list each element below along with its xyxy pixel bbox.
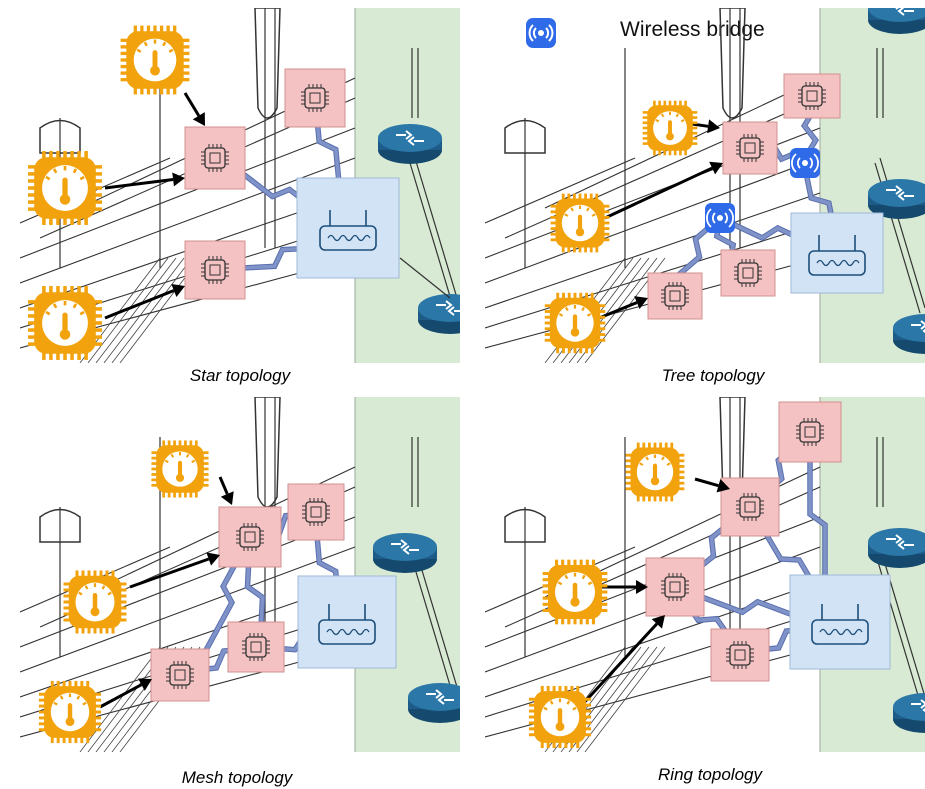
microcontroller-chip-icon [661, 282, 689, 310]
star-diagram [20, 8, 460, 363]
node-3 [647, 272, 703, 320]
microcontroller-chip-icon [796, 418, 824, 446]
wireless-gateway-icon [811, 604, 869, 645]
panel-star [20, 8, 460, 363]
wired-link-arrow [183, 92, 205, 126]
node-4 [150, 648, 210, 702]
wireless-gateway [297, 575, 397, 669]
node-2 [287, 483, 345, 541]
bridge-1 [790, 148, 820, 178]
node-2 [720, 477, 780, 537]
caption-ring: Ring topology [658, 765, 762, 784]
ring-diagram [485, 397, 925, 752]
wired-link-arrow [99, 678, 152, 709]
microcontroller-chip-icon [736, 493, 764, 521]
microcontroller-chip-icon [201, 256, 229, 284]
wired-link-arrow [604, 161, 723, 220]
wireless-link [807, 431, 828, 608]
wireless-gateway-icon [808, 235, 866, 276]
wireless-gateway [790, 212, 884, 294]
wireless-gateway [789, 574, 891, 670]
router-icon [893, 693, 925, 733]
panel-tree [485, 8, 925, 363]
microcontroller-chip-icon [734, 259, 762, 287]
router-icon [378, 124, 442, 164]
node-2 [284, 68, 346, 128]
node-3 [184, 240, 246, 300]
sensor-2 [550, 193, 610, 253]
wired-link-arrow [104, 283, 185, 320]
sensor-3 [28, 286, 102, 360]
router-icon [868, 179, 925, 219]
microcontroller-chip-icon [798, 82, 826, 110]
legend-label: Wireless bridge [620, 18, 765, 41]
node-2 [783, 73, 841, 119]
router-icon [868, 528, 925, 568]
router-icon [373, 533, 437, 573]
wireless-gateway [296, 177, 400, 279]
router-icon [868, 8, 925, 34]
sensor-1 [642, 100, 698, 156]
tree-diagram [485, 8, 925, 363]
microcontroller-chip-icon [736, 134, 764, 162]
wireless-bridge-legend-icon [526, 18, 556, 48]
sensor-1 [151, 440, 209, 498]
wireless-gateway-icon [319, 210, 377, 251]
sensor-1 [120, 25, 190, 95]
caption-mesh: Mesh topology [181, 768, 293, 787]
caption-tree: Tree topology [661, 366, 765, 385]
wireless-gateway-icon [318, 604, 376, 645]
panel-mesh [20, 397, 460, 752]
sensor-3 [528, 685, 592, 749]
node-4 [720, 249, 776, 297]
sensor-3 [544, 292, 606, 354]
microcontroller-chip-icon [166, 661, 194, 689]
wired-link-arrow [694, 477, 730, 493]
microcontroller-chip-icon [302, 498, 330, 526]
microcontroller-chip-icon [201, 144, 229, 172]
microcontroller-chip-icon [726, 641, 754, 669]
panel-ring [485, 397, 925, 752]
node-1 [778, 401, 842, 463]
wired-link-arrow [129, 552, 220, 589]
wired-link-arrow [104, 172, 185, 190]
node-1 [218, 506, 282, 568]
node-4 [710, 628, 770, 682]
router-icon [893, 314, 925, 354]
wired-link-arrow [578, 615, 665, 709]
sensor-2 [28, 151, 102, 225]
sensor-2 [63, 570, 127, 634]
bridge-2 [705, 203, 735, 233]
node-3 [227, 621, 285, 673]
node-1 [722, 121, 778, 175]
microcontroller-chip-icon [301, 84, 329, 112]
microcontroller-chip-icon [236, 523, 264, 551]
sensor-3 [38, 680, 102, 744]
mesh-diagram [20, 397, 460, 752]
wired-link-arrow [218, 476, 234, 505]
caption-star: Star topology [189, 366, 291, 385]
microcontroller-chip-icon [661, 573, 689, 601]
sensor-2 [542, 559, 608, 625]
node-1 [184, 126, 246, 190]
microcontroller-chip-icon [242, 633, 270, 661]
node-3 [645, 557, 705, 617]
router-icon [408, 683, 460, 723]
sensor-1 [625, 442, 685, 502]
router-icon [418, 294, 460, 334]
